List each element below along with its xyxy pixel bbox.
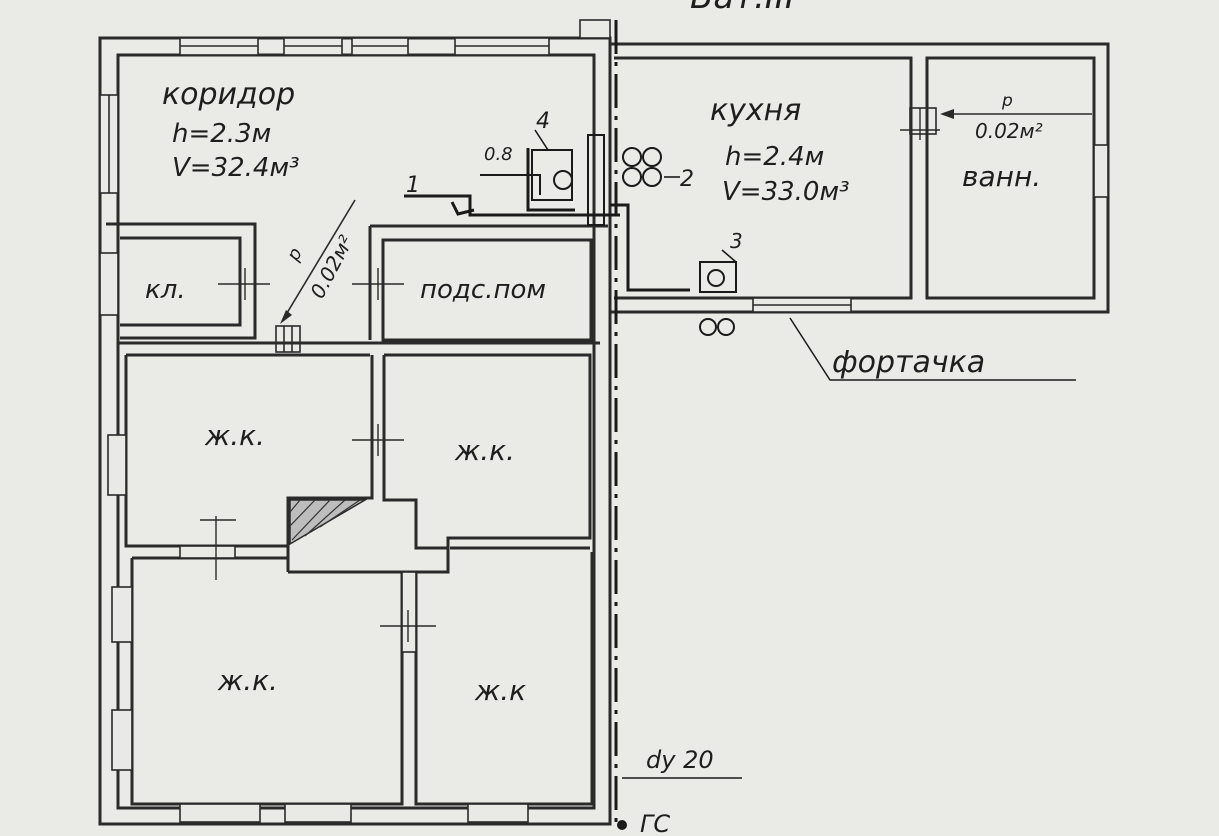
gas-piping <box>404 129 1076 779</box>
fortochka-label: фортачка <box>832 345 985 380</box>
storage-name: подс.пом <box>420 275 546 305</box>
marker-3: 3 <box>730 229 743 253</box>
door-marks <box>200 108 940 642</box>
kitchen-name: кухня <box>710 93 801 128</box>
marker-1: 1 <box>406 173 420 198</box>
windows <box>99 19 1109 823</box>
pipe-diameter-label: dy 20 <box>646 746 714 774</box>
bath-vent-area: 0.02м² <box>975 119 1043 143</box>
title-fragment: Бат.III <box>690 0 795 17</box>
corridor-vent <box>275 199 356 353</box>
bath-vent-letter: р <box>1001 91 1013 111</box>
living-room-3-name: ж.к. <box>217 664 278 697</box>
living-room-1-name: ж.к. <box>204 419 265 452</box>
gas-label: ГС <box>640 810 670 836</box>
kitchen-height: h=2.4м <box>725 142 824 172</box>
pantry-name: кл. <box>145 275 186 305</box>
dimension-label: 0.8 <box>484 144 513 165</box>
corridor-height: h=2.3м <box>172 119 271 149</box>
gas-pipe-end <box>617 820 627 830</box>
stove-hatch <box>289 499 368 546</box>
interior-walls <box>106 222 608 806</box>
living-room-2-name: ж.к. <box>454 434 515 467</box>
bathroom-name: ванн. <box>962 160 1041 193</box>
marker-2: 2 <box>680 167 694 192</box>
marker-4: 4 <box>536 109 550 134</box>
kitchen-volume: V=33.0м³ <box>722 177 850 207</box>
bath-vent <box>909 107 1092 135</box>
living-room-4-name: ж.к <box>474 674 526 707</box>
corridor-volume: V=32.4м³ <box>172 153 300 183</box>
corridor-name: коридор <box>162 77 295 112</box>
